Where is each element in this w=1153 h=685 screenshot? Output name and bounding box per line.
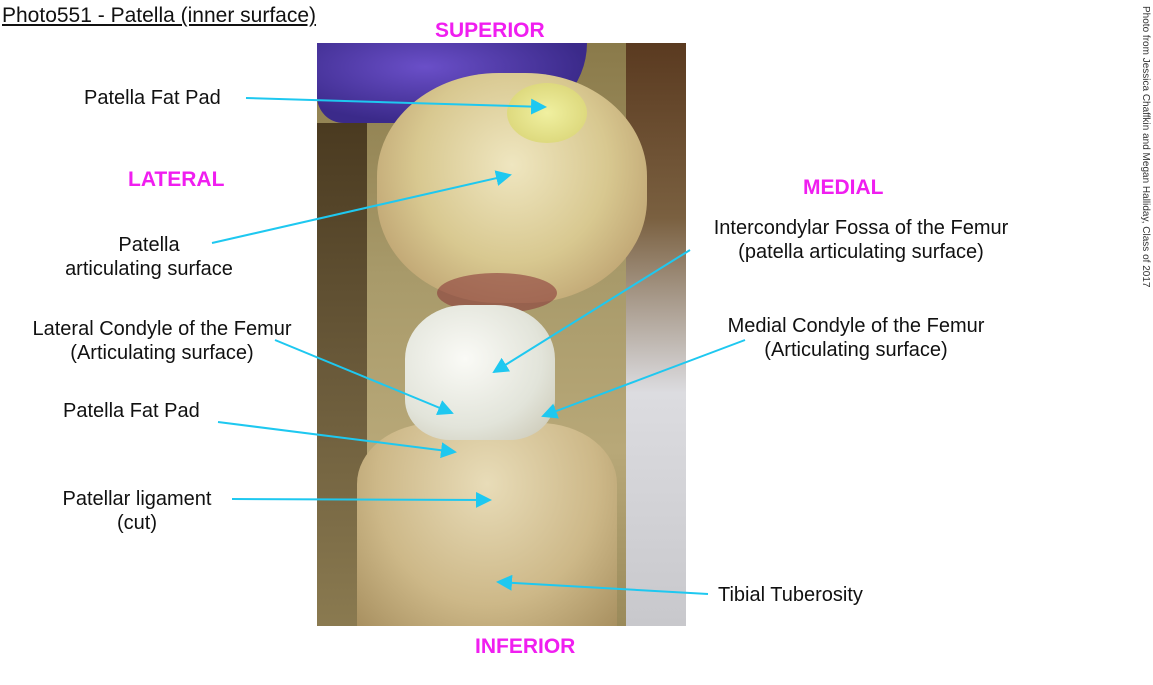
direction-medial: MEDIAL bbox=[803, 176, 884, 199]
label-line: Patella bbox=[118, 234, 180, 256]
direction-lateral: LATERAL bbox=[128, 168, 225, 191]
arrow-medial-condyle bbox=[541, 339, 746, 419]
arrow-ligament bbox=[231, 491, 492, 508]
arrow-patella-surface bbox=[211, 170, 512, 244]
direction-inferior: INFERIOR bbox=[475, 635, 576, 658]
arrow-tibial bbox=[496, 574, 709, 595]
knee-dissection-photo bbox=[317, 43, 686, 626]
arrow-intercondylar bbox=[492, 249, 691, 374]
label-lateral-condyle: Lateral Condyle of the Femur (Articulati… bbox=[18, 317, 306, 365]
page-title: Photo551 - Patella (inner surface) bbox=[2, 4, 317, 27]
label-line: Medial Condyle of the Femur bbox=[727, 315, 985, 337]
label-patella-fat-pad-bottom: Patella Fat Pad bbox=[63, 400, 200, 422]
label-patella-fat-pad-top: Patella Fat Pad bbox=[84, 87, 221, 109]
arrow-fat-pad-top bbox=[245, 97, 547, 115]
label-line: (patella articulating surface) bbox=[738, 241, 984, 263]
direction-superior: SUPERIOR bbox=[435, 19, 545, 42]
arrow-fat-pad-bottom bbox=[217, 421, 457, 459]
label-line: Intercondylar Fossa of the Femur bbox=[713, 217, 1009, 239]
arrow-lateral-condyle bbox=[274, 339, 454, 416]
label-line: (Articulating surface) bbox=[764, 339, 948, 361]
label-medial-condyle: Medial Condyle of the Femur (Articulatin… bbox=[712, 314, 1000, 362]
label-intercondylar-fossa: Intercondylar Fossa of the Femur (patell… bbox=[698, 216, 1024, 264]
label-line: articulating surface bbox=[65, 258, 233, 280]
label-patellar-ligament: Patellar ligament (cut) bbox=[52, 487, 222, 535]
photo-credit: Photo from Jessica Chaffkin and Megan Ha… bbox=[1140, 6, 1151, 288]
label-line: (Articulating surface) bbox=[70, 342, 254, 364]
label-line: (cut) bbox=[117, 512, 157, 534]
label-patella-articulating-surface: Patella articulating surface bbox=[56, 233, 242, 281]
label-tibial-tuberosity: Tibial Tuberosity bbox=[718, 584, 863, 606]
label-line: Lateral Condyle of the Femur bbox=[32, 318, 292, 340]
label-line: Patellar ligament bbox=[62, 488, 212, 510]
